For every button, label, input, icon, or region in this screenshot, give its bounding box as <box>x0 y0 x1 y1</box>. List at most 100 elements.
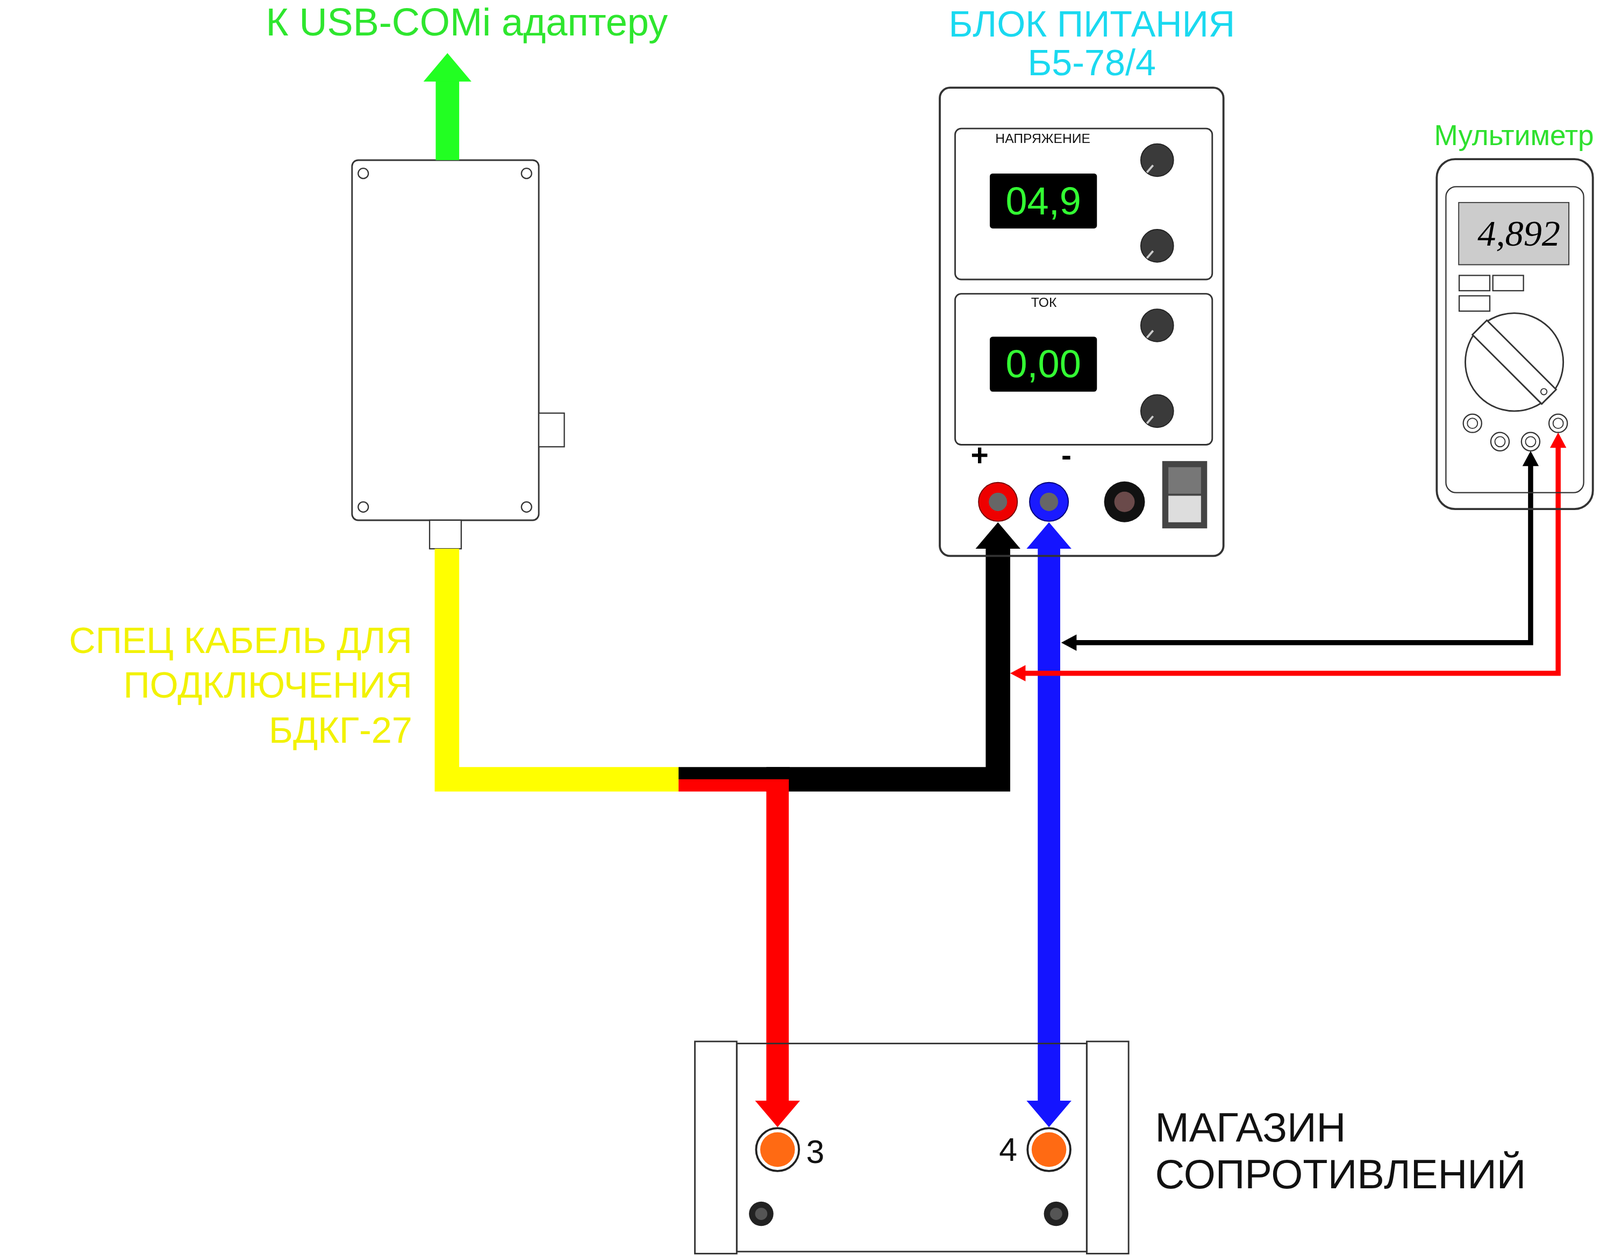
terminal-3: 3 <box>754 1127 800 1173</box>
multimeter-drawing <box>1493 275 1524 291</box>
terminal-number: 4 <box>995 1131 1021 1169</box>
blue-wire <box>1037 546 1061 1103</box>
detector-box <box>538 413 564 448</box>
voltage-panel-drawing <box>1146 165 1153 173</box>
minus-terminal-drawing <box>1028 481 1070 523</box>
multimeter: Мультиметр4,892 <box>1435 158 1594 511</box>
resistance-box-drawing <box>695 1041 738 1255</box>
terminal-number: 3 <box>805 1133 825 1171</box>
power-supply-drawing <box>1114 491 1135 513</box>
arrow-head <box>1026 1101 1072 1128</box>
detector-box <box>352 160 565 549</box>
terminal-4-drawing <box>1031 1132 1067 1168</box>
multimeter-red-wire <box>1010 665 1026 682</box>
detector-box <box>521 168 532 179</box>
device-title: Мультиметр <box>1434 119 1595 153</box>
multimeter-black-wire <box>1061 451 1539 652</box>
plus-terminal-drawing <box>978 482 1018 522</box>
voltage-panel-drawing <box>1140 144 1174 177</box>
resistance-box-drawing <box>1086 1041 1129 1255</box>
current-panel: ТОК 0,00 <box>954 293 1214 447</box>
terminal-3-drawing <box>755 1128 799 1172</box>
power-supply-drawing <box>939 87 1224 556</box>
resistance-box-drawing <box>1050 1208 1063 1221</box>
polarity-sign: + <box>967 438 992 474</box>
detector-box <box>358 168 369 179</box>
current-panel-drawing <box>1146 330 1153 338</box>
panel-label: НАПРЯЖЕНИЕ <box>981 130 1105 147</box>
multimeter-drawing <box>1525 436 1536 447</box>
voltage-panel-drawing <box>1146 251 1153 259</box>
plus-terminal-drawing <box>988 493 1007 512</box>
plus-terminal: + <box>977 481 1019 523</box>
detector-box <box>358 502 369 513</box>
current-panel-drawing <box>1140 395 1174 428</box>
resistance-box-drawing <box>748 1202 774 1227</box>
power-supply-drawing <box>1168 467 1202 494</box>
power-supply: БЛОК ПИТАНИЯ Б5-78/4НАПРЯЖЕНИЕ04,9ТОК0,0… <box>938 86 1225 557</box>
power-supply-drawing <box>1168 495 1202 523</box>
lcd-reading: 4,892 <box>1458 202 1570 266</box>
resistance-box: МАГАЗИН СОПРОТИВЛЕНИЙ34 <box>694 1040 1130 1256</box>
multimeter-drawing <box>1472 320 1557 405</box>
special-cable <box>446 548 679 780</box>
multimeter-black-wire <box>1522 451 1539 467</box>
multimeter-drawing <box>1465 313 1563 412</box>
multimeter-drawing <box>1445 186 1584 493</box>
terminal-4-drawing <box>1027 1128 1071 1172</box>
multimeter-drawing <box>1548 414 1568 433</box>
multimeter-black-wire <box>1061 634 1077 652</box>
usb-arrow <box>423 53 472 82</box>
detector-box <box>352 160 539 521</box>
voltage-panel: НАПРЯЖЕНИЕ 04,9 <box>954 127 1214 281</box>
panel-label: ТОК <box>982 295 1106 312</box>
cable-label: СПЕЦ КАБЕЛЬ ДЛЯ ПОДКЛЮЧЕНИЯ БДКГ-27 <box>5 618 412 754</box>
multimeter-drawing <box>1553 418 1564 429</box>
arrow-head <box>975 522 1021 549</box>
multimeter-drawing <box>1467 418 1478 429</box>
arrow-head <box>1026 522 1072 549</box>
power-supply-drawing <box>1104 481 1146 523</box>
terminal-4-drawing <box>1026 1127 1072 1173</box>
terminal-3-drawing <box>754 1127 800 1173</box>
detector-box <box>429 520 462 549</box>
multimeter-red-wire <box>1550 432 1567 448</box>
current-panel-drawing <box>1140 309 1174 342</box>
multimeter-drawing <box>1459 275 1490 291</box>
power-supply-drawing <box>938 86 1225 557</box>
digital-display: 04,9 <box>989 173 1097 229</box>
multimeter-red-wire <box>1022 443 1559 674</box>
multimeter-drawing <box>1459 295 1490 311</box>
resistance-box-drawing <box>736 1044 1087 1253</box>
usb-arrow <box>435 80 460 161</box>
multimeter-black-wire <box>1073 461 1531 644</box>
multimeter-drawing <box>1521 432 1540 452</box>
voltage-panel-drawing <box>954 128 1212 280</box>
minus-terminal: - <box>1028 481 1070 523</box>
device-title: БЛОК ПИТАНИЯ Б5-78/4 <box>928 4 1255 83</box>
multimeter-drawing <box>1490 432 1510 452</box>
cable-red-wire <box>766 779 789 1104</box>
cable-black-wire <box>678 767 790 780</box>
multimeter-drawing <box>1463 414 1482 433</box>
detector-box <box>521 502 532 513</box>
wire-connector <box>1026 522 1072 1128</box>
minus-terminal-drawing <box>1029 482 1069 522</box>
minus-terminal-drawing <box>1039 493 1059 512</box>
current-panel-drawing <box>954 294 1212 446</box>
multimeter-drawing <box>1495 436 1506 447</box>
digital-display: 0,00 <box>989 336 1097 392</box>
usb-arrow <box>423 53 472 161</box>
power-supply-drawing <box>1162 461 1208 529</box>
plus-terminal-drawing <box>977 481 1019 523</box>
arrow-head <box>754 1101 800 1128</box>
terminal-3-drawing <box>760 1132 796 1168</box>
wire-connector <box>678 522 1021 1128</box>
cable-black-wire <box>766 546 998 780</box>
multimeter-drawing <box>1436 159 1593 510</box>
terminal-4: 4 <box>1026 1127 1072 1173</box>
device-title: МАГАЗИН СОПРОТИВЛЕНИЙ <box>1154 1104 1563 1199</box>
resistance-box-drawing <box>1044 1202 1069 1227</box>
resistance-box-drawing <box>754 1208 768 1221</box>
